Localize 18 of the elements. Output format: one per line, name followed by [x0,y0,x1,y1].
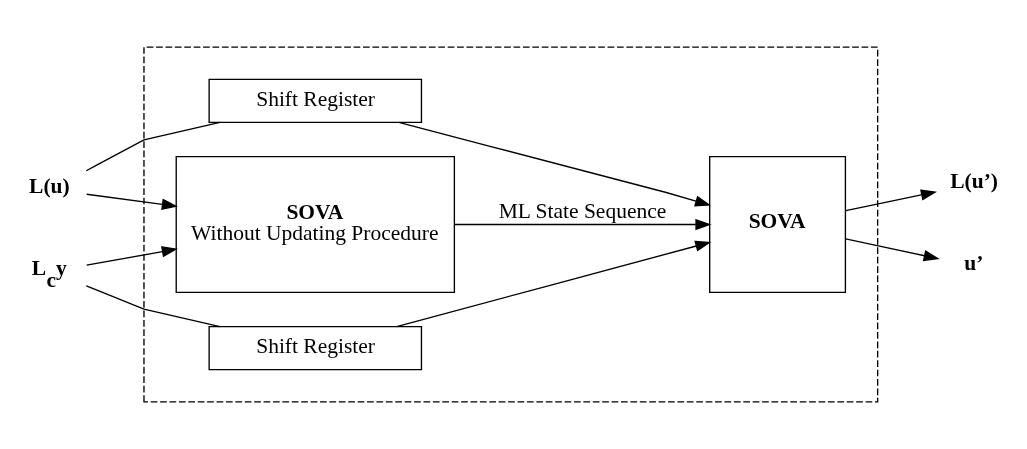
node-text: u’ [964,250,984,275]
node-box: Shift Register [208,325,423,371]
arrow [396,240,712,328]
node-box: SOVA Without Updating Procedure [175,155,456,294]
edge-label: ML State Sequence [498,198,667,223]
cluster [143,46,879,403]
arrow [453,218,712,231]
node-box: Shift Register [208,78,423,124]
node-text: L(u’) [950,168,998,193]
arrow [86,246,178,266]
arrow [845,238,940,262]
node-box: SOVA [709,155,847,294]
node-text: L(u) [29,174,70,199]
connector [85,285,221,328]
arrow [845,189,937,212]
arrow [86,193,178,210]
connector [85,121,221,172]
arrow [398,121,712,207]
